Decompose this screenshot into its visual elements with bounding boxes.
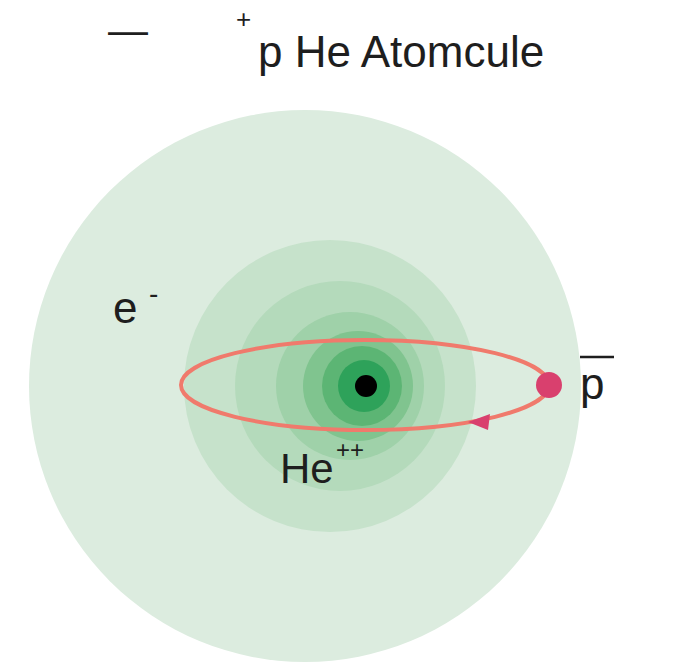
electron-cloud [29,110,581,662]
antiproton [536,372,562,398]
orbit [181,340,549,430]
overline-mark: — [108,10,148,50]
nucleus [355,375,377,397]
charge-mark: + [236,6,251,32]
cloud-core [338,360,390,412]
antiproton-label: p [580,362,604,406]
diagram-title: p He Atomcule [258,30,544,74]
cloud-ring [322,346,402,426]
nucleus-label: He [280,448,334,490]
charge-mark: ++ [336,438,364,462]
orbit-arrowhead [468,414,490,430]
cloud-ring [184,240,476,532]
electron-label: e [113,286,137,330]
cloud-ring [303,331,413,441]
cloud-ring [235,281,445,491]
charge-mark: - [149,280,158,308]
antiparticle-bar [580,356,614,359]
